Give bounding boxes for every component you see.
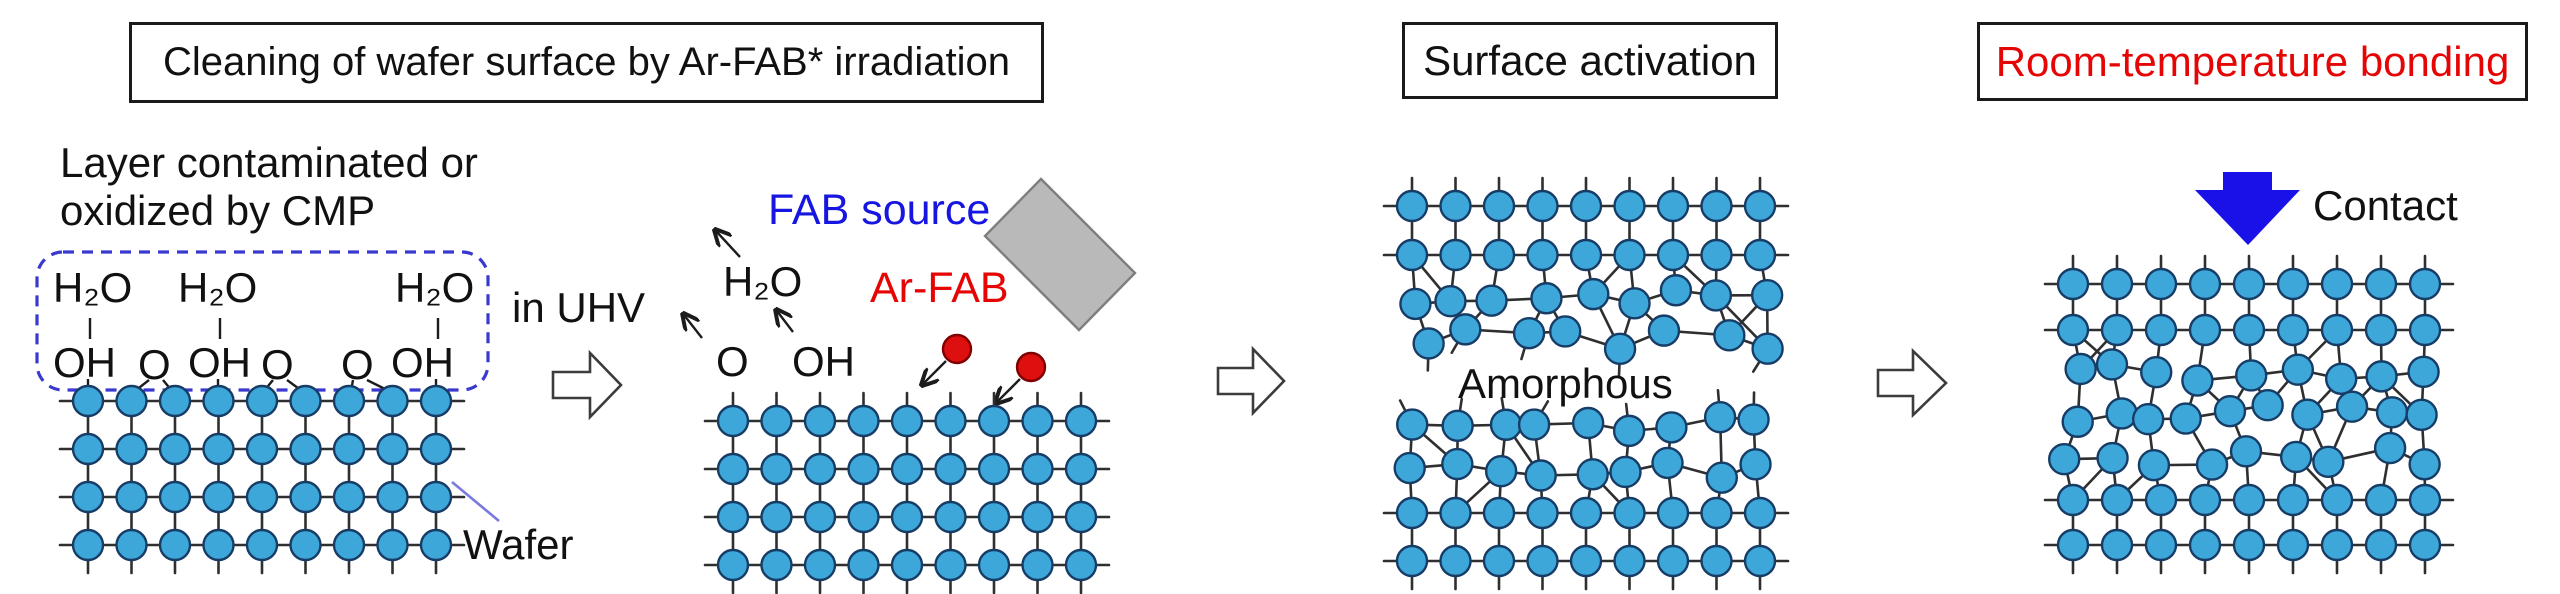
o-label: O — [341, 341, 374, 388]
step2-title-box: Surface activation — [1402, 22, 1778, 99]
ar-atom — [941, 333, 973, 365]
contact-arrow — [2195, 172, 2300, 245]
ar-atom — [1015, 351, 1047, 383]
h2o-label: H₂O — [395, 264, 475, 311]
oh-label: OH — [53, 339, 116, 386]
o-label: O — [716, 338, 749, 385]
transition-arrow-2 — [1216, 345, 1286, 417]
ar-fab-atoms — [923, 333, 1047, 402]
lattice-wafer-cleaned — [703, 391, 1111, 594]
h2o-label: H₂O — [53, 264, 133, 311]
oh-label: OH — [391, 339, 454, 386]
lattice-upper-activated-wafer — [1382, 176, 1790, 378]
o-label: O — [261, 341, 294, 388]
oh-label: OH — [792, 338, 855, 385]
oh-label: OH — [188, 339, 251, 386]
amorphous-label: Amorphous — [1458, 360, 1673, 407]
in-uhv-label: in UHV — [512, 284, 646, 331]
ar-fab-label: Ar-FAB — [870, 264, 1009, 312]
fab-source-label: FAB source — [768, 186, 991, 234]
desorption-arrows — [684, 231, 794, 339]
fab-source-block — [983, 177, 1137, 332]
step1-title-box: Cleaning of wafer surface by Ar-FAB* irr… — [129, 22, 1044, 103]
wafer-label: Wafer — [463, 521, 574, 568]
lattice-bonded-wafers — [2043, 254, 2455, 575]
contact-label: Contact — [2313, 182, 2458, 229]
transition-arrow-3 — [1876, 347, 1948, 419]
h2o-label: H₂O — [178, 264, 258, 311]
o-label: O — [138, 341, 171, 388]
h2o-label: H₂O — [723, 258, 803, 305]
step3-title-box: Room-temperature bonding — [1977, 22, 2528, 101]
lattice-lower-activated-wafer — [1382, 389, 1790, 591]
lattice-wafer-contaminated — [58, 384, 466, 575]
contaminated-layer-label: Layer contaminated or oxidized by CMP — [60, 139, 478, 234]
wafer-leader-line — [451, 480, 500, 523]
transition-arrow-1 — [551, 349, 623, 421]
